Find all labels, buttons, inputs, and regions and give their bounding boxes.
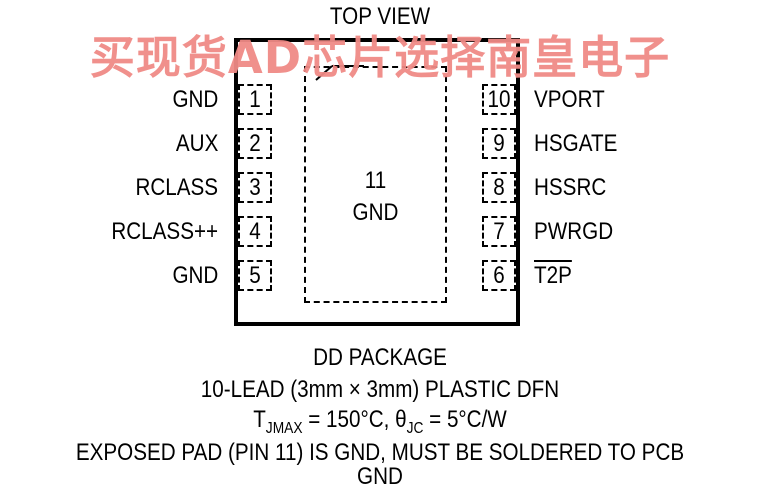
pin-pad-6 [482,260,516,291]
pin-number-5: 5 [249,262,261,289]
pin-number-9: 9 [493,130,505,157]
pin-pad-10 [482,84,516,115]
exposed-pad-note: EXPOSED PAD (PIN 11) IS GND, MUST BE SOL… [75,439,685,490]
pin-name-9: HSGATE [534,130,618,157]
pin-pad-9 [482,128,516,159]
package-name: DD PACKAGE [313,344,447,371]
pin-name-4: RCLASS++ [111,218,218,245]
package-description: 10-LEAD (3mm × 3mm) PLASTIC DFN [200,376,560,403]
pin-pad-8 [482,172,516,203]
pin-name-1: GND [172,86,218,113]
exposed-pad-name: GND [352,199,399,226]
exposed-pad-number: 11 [364,167,387,194]
pin-number-4: 4 [249,218,261,245]
pin-name-10: VPORT [534,86,605,113]
tj-subscript: JMAX [265,420,303,437]
pin-number-10: 10 [487,86,511,113]
pin-number-6: 6 [493,262,505,289]
exposed-pad [304,66,447,303]
package-body [234,38,520,326]
theta-subscript: JC [406,420,424,437]
pin-pad-5 [238,260,272,291]
view-title: TOP VIEW [329,3,431,30]
theta-symbol: θ [395,406,407,433]
pin-pad-1 [238,84,272,115]
tj-value: = 150°C, [302,406,396,433]
pin-name-6: T2P [534,262,572,289]
theta-value: = 5°C/W [423,406,507,433]
pin-number-3: 3 [249,174,261,201]
pin-name-8: HSSRC [534,174,607,201]
pin-name-7: PWRGD [534,218,614,245]
pin-pad-7 [482,216,516,247]
pin-number-8: 8 [493,174,505,201]
pin-pad-2 [238,128,272,159]
pin-number-1: 1 [249,86,261,113]
exposed-pad-label: 11 GND [314,165,437,229]
pin-pad-3 [238,172,272,203]
pin-name-5: GND [172,262,218,289]
tj-symbol: T [253,406,266,433]
pin-number-7: 7 [493,218,505,245]
pin-number-2: 2 [249,130,261,157]
pin-pad-4 [238,216,272,247]
pin-name-2: AUX [175,130,218,157]
thermal-specs: TJMAX = 150°C, θJC = 5°C/W [53,406,707,437]
pin-name-3: RCLASS [135,174,218,201]
pin1-indicator-icon [315,65,364,81]
